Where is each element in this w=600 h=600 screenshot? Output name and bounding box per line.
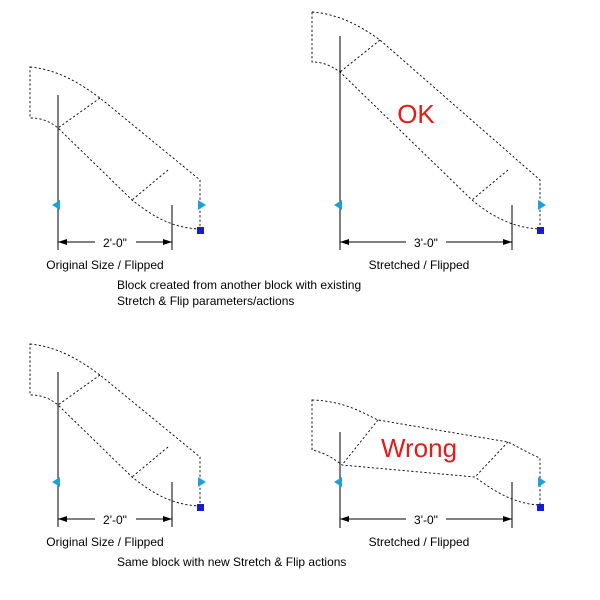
block-bottom-right: 3'-0" Stretched / Flipped Wrong [311,399,546,549]
dimension-text: 2'-0" [103,513,127,527]
caption-top-line2: Stretch & Flip parameters/actions [117,294,294,308]
square-grip-icon[interactable] [537,504,544,511]
triangle-arrow-icon[interactable] [334,477,342,487]
caption-bottom: Same block with new Stretch & Flip actio… [117,555,346,569]
triangle-arrow-icon[interactable] [538,477,546,487]
panel-label: Original Size / Flipped [46,535,163,549]
section-line [474,441,509,478]
block-top-right: 3'-0" Stretched / Flipped OK [311,11,546,272]
triangle-arrow-icon[interactable] [198,200,206,210]
section-line [57,374,101,406]
panel-label: Stretched / Flipped [369,535,470,549]
triangle-arrow-icon[interactable] [52,477,60,487]
block-bottom-left: 2'-0" Original Size / Flipped [29,343,206,549]
triangle-arrow-icon[interactable] [538,200,546,210]
triangle-arrow-icon[interactable] [198,477,206,487]
section-line [339,39,381,73]
section-line [341,419,379,466]
dimension-text: 3'-0" [414,513,438,527]
square-grip-icon[interactable] [197,227,204,234]
panel-label: Stretched / Flipped [369,258,470,272]
elbow-outline [29,343,201,507]
square-grip-icon[interactable] [537,227,544,234]
section-line [471,169,509,201]
elbow-outline [311,11,541,230]
section-line [131,446,169,478]
triangle-arrow-icon[interactable] [334,200,342,210]
section-line [57,97,101,129]
status-mark-wrong: Wrong [381,433,457,463]
triangle-arrow-icon[interactable] [52,200,60,210]
section-line [131,169,169,201]
elbow-outline [29,66,201,230]
panel-label: Original Size / Flipped [46,258,163,272]
block-top-left: 2'-0" Original Size / Flipped [29,66,206,272]
caption-top-line1: Block created from another block with ex… [117,278,361,292]
dimension-text: 3'-0" [414,236,438,250]
status-mark-ok: OK [397,99,435,129]
square-grip-icon[interactable] [197,504,204,511]
dimension-text: 2'-0" [103,236,127,250]
